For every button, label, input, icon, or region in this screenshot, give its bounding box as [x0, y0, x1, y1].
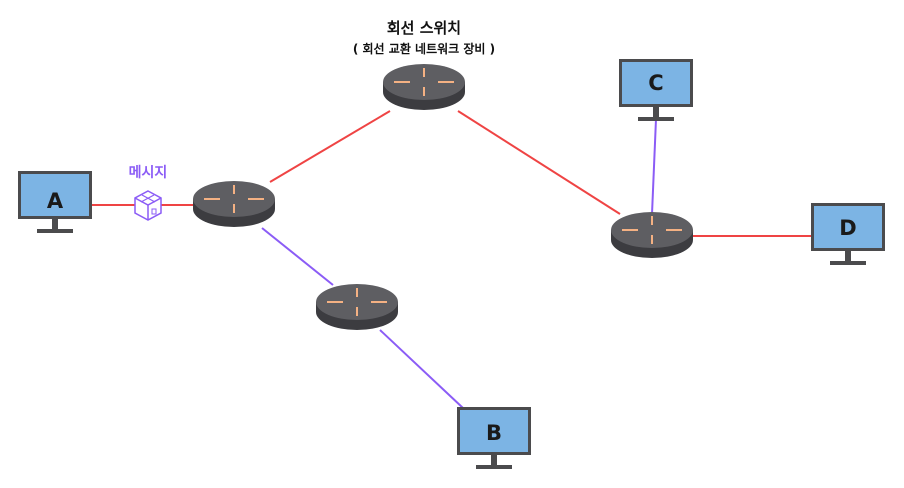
message-label: 메시지	[129, 165, 168, 181]
circuit-switch	[382, 63, 466, 111]
router-middle	[315, 283, 399, 331]
computer-c: C	[619, 59, 693, 121]
message-package-icon	[134, 190, 162, 221]
computer-d: D	[811, 203, 885, 265]
router-right	[610, 211, 694, 259]
link-router4-c	[651, 118, 657, 215]
switch-title: 회선 스위치	[387, 19, 461, 37]
router-left	[192, 180, 276, 228]
computer-a: A	[18, 171, 92, 233]
switch-subtitle: ( 회선 교환 네트워크 장비 )	[353, 41, 495, 56]
computer-b-label: B	[486, 421, 502, 445]
link-router1-switch	[269, 110, 391, 183]
computer-b: B	[457, 407, 531, 469]
link-router1-router3	[261, 227, 334, 286]
network-links	[92, 110, 812, 409]
computer-c-label: C	[648, 71, 663, 95]
link-switch-router4	[457, 110, 621, 215]
computer-a-label: A	[47, 189, 64, 213]
computer-d-label: D	[839, 216, 856, 240]
link-router3-b	[379, 329, 464, 409]
